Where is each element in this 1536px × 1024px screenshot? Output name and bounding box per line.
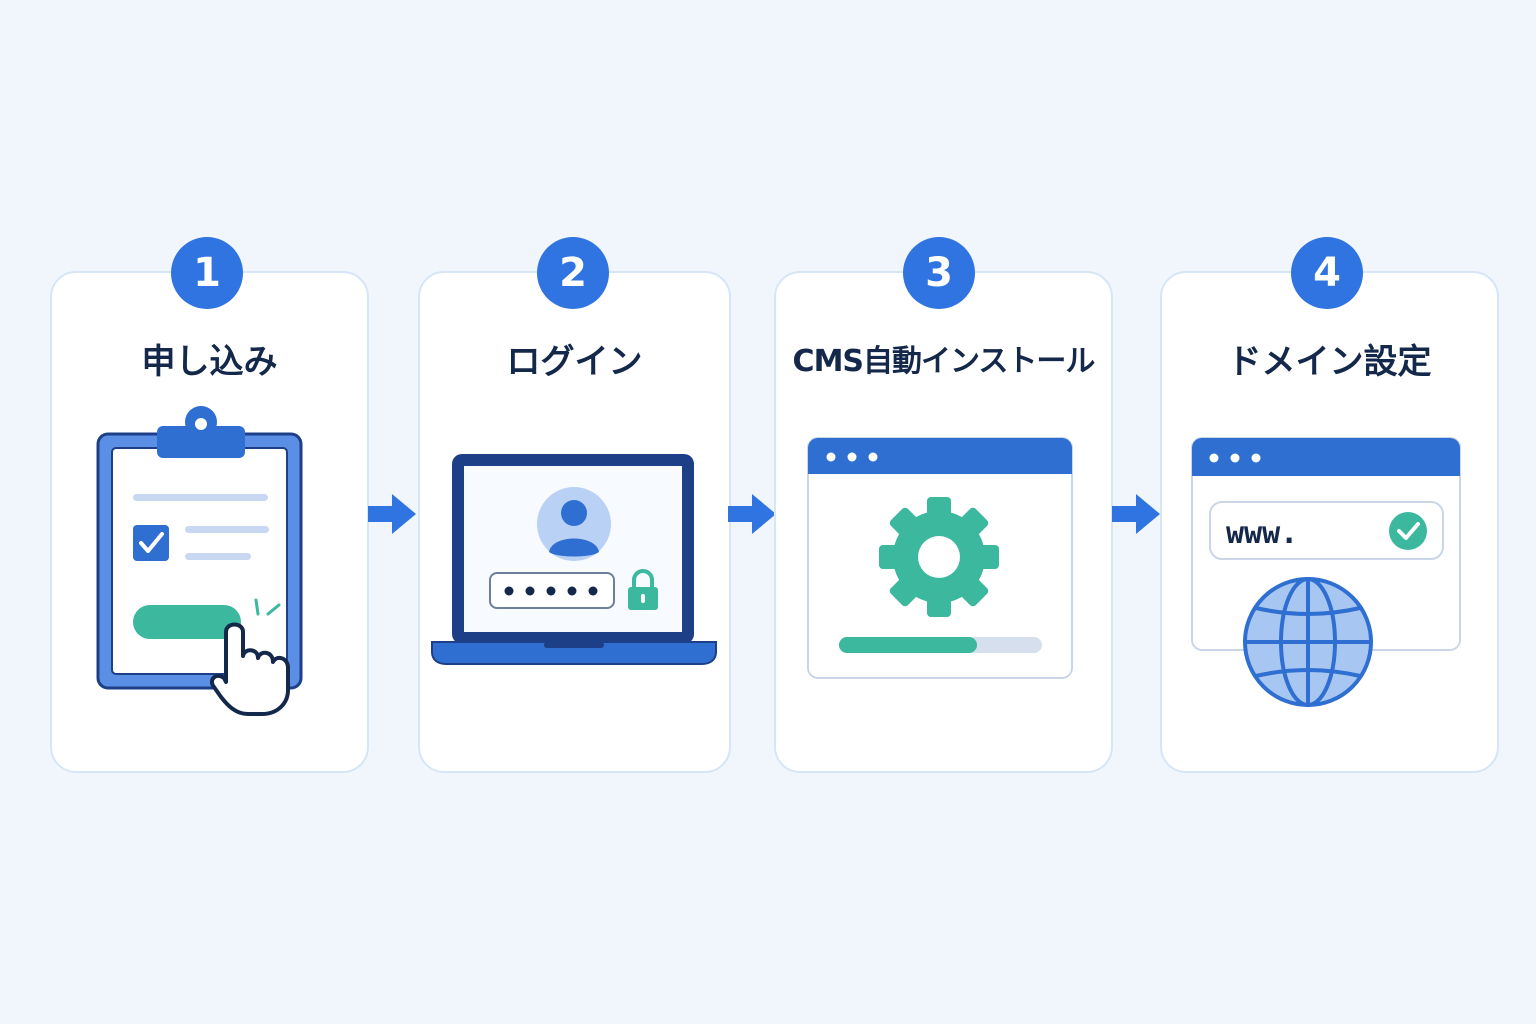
clipboard-clip <box>157 426 245 458</box>
pointing-hand-cursor-icon <box>209 622 290 716</box>
check-circle-icon <box>1389 512 1427 550</box>
browser-gear-icon <box>807 437 1073 679</box>
globe-icon <box>1243 577 1373 707</box>
laptop-base <box>431 641 717 665</box>
address-bar <box>1209 501 1444 560</box>
step-2-badge: 2 <box>537 237 609 309</box>
click-spark-icon <box>254 598 281 616</box>
browser-title-bar <box>808 438 1072 474</box>
step-4-title: ドメイン設定 <box>1227 342 1432 382</box>
submit-pill-button <box>133 605 241 639</box>
checkbox-checked-icon <box>133 525 169 561</box>
lock-icon-shackle <box>632 569 654 588</box>
form-line <box>133 494 268 501</box>
step-1-badge: 1 <box>171 237 243 309</box>
install-progress-bar <box>839 637 977 653</box>
form-line <box>185 553 251 560</box>
gear-icon <box>879 497 999 617</box>
form-line <box>185 526 269 533</box>
checkmark-icon <box>139 532 164 553</box>
browser-title-bar <box>1192 438 1460 476</box>
step-3-title: CMS自動インストール <box>792 344 1096 379</box>
arrow-right-icon <box>1112 494 1160 534</box>
arrow-right-icon <box>368 494 416 534</box>
step-3-badge: 3 <box>903 237 975 309</box>
step-2-title: ログイン <box>506 342 643 382</box>
step-1-title: 申し込み <box>141 342 278 382</box>
browser-globe-icon: www. <box>1191 437 1461 707</box>
address-bar-text: www. <box>1226 516 1298 551</box>
laptop-login-icon <box>431 454 717 665</box>
step-4-badge: 4 <box>1291 237 1363 309</box>
gear-hole <box>918 536 960 578</box>
arrow-right-icon <box>728 494 776 534</box>
clipboard-form-icon <box>96 406 303 716</box>
